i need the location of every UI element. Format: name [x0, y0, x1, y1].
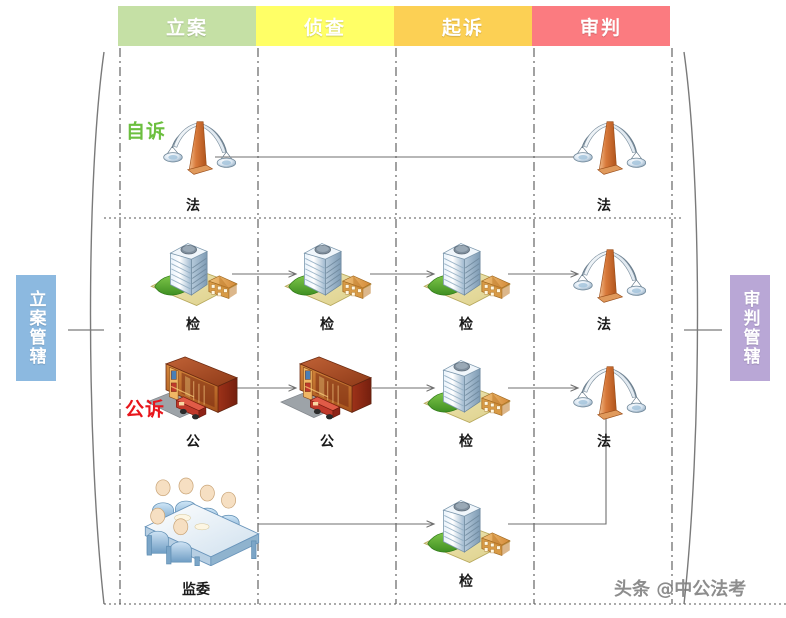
node-caption: 法: [597, 198, 611, 214]
node-caption: 检: [459, 574, 473, 590]
row-dividers: [104, 217, 786, 605]
node-caption: 法: [186, 198, 200, 214]
jurisdiction-banner-trial: 审判管辖: [730, 275, 770, 381]
phase-立案[interactable]: 立案: [118, 6, 256, 46]
phase-审判[interactable]: 审判: [532, 6, 670, 46]
scales-icon: [163, 121, 236, 175]
office-building-icon: [423, 500, 511, 564]
left-bracket: [89, 51, 105, 605]
node-caption: 公: [186, 434, 200, 450]
row-tag-public-prosecution: 公诉: [124, 398, 166, 421]
watermark: 头条 @中公法考: [614, 579, 747, 600]
node-caption: 检: [320, 317, 334, 333]
right-bracket: [683, 51, 699, 605]
scales-icon: [573, 121, 646, 175]
scales-icon: [573, 249, 646, 303]
office-building-icon: [150, 243, 238, 307]
phase-bar: 立案 侦查 起诉 审判: [118, 6, 670, 46]
row-tag-self-prosecution: 自诉: [125, 120, 167, 143]
node-caption: 检: [459, 317, 473, 333]
committee-meeting-icon: [144, 477, 260, 566]
phase-起诉[interactable]: 起诉: [394, 6, 532, 46]
node-caption: 法: [597, 434, 611, 450]
office-building-icon: [284, 243, 372, 307]
node-caption: 公: [320, 434, 334, 450]
phase-separators: [119, 48, 673, 604]
node-caption: 法: [597, 317, 611, 333]
connector-row4: [258, 410, 606, 524]
phase-侦查[interactable]: 侦查: [256, 6, 394, 46]
office-building-icon: [423, 360, 511, 424]
node-caption: 检: [186, 317, 200, 333]
node-caption: 监委: [182, 582, 210, 598]
office-building-icon: [423, 243, 511, 307]
scales-icon: [573, 366, 646, 420]
node-caption: 检: [459, 434, 473, 450]
jurisdiction-banner-filing: 立案管辖: [16, 275, 56, 381]
